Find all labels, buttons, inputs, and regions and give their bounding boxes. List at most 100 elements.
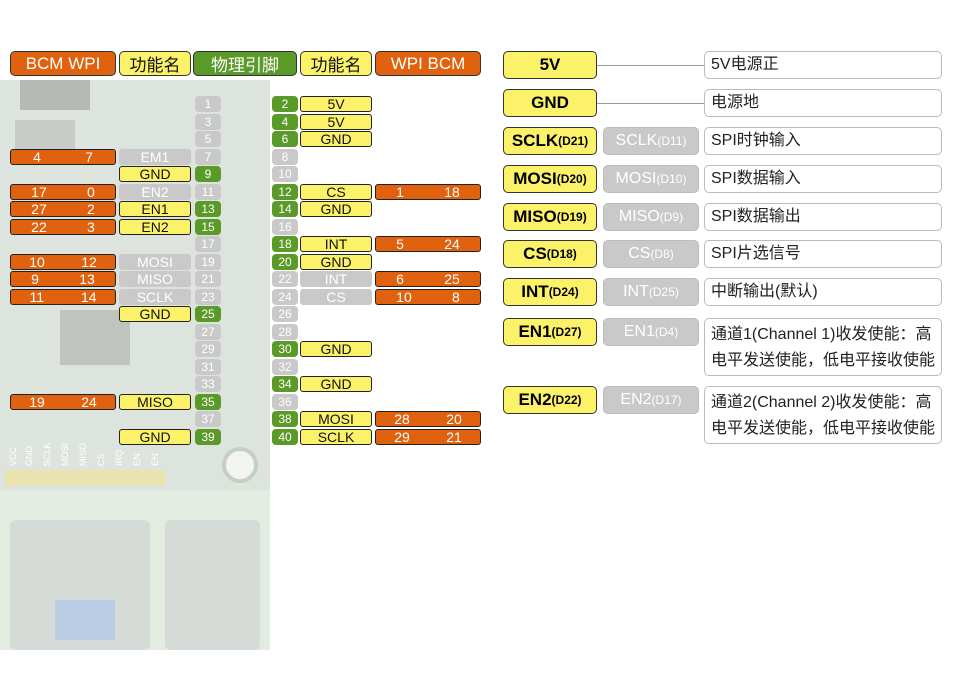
wpi-number: 14 <box>80 288 97 305</box>
legend-signal-label: EN2 <box>518 390 552 409</box>
left-func-cell: MOSI <box>119 253 191 270</box>
legend-alt-signal: MISO(D9) <box>603 203 699 231</box>
right-phys-pin: 34 <box>272 376 298 392</box>
left-phys-pin: 35 <box>195 393 221 410</box>
legend-signal-name: CS(D18) <box>503 240 597 268</box>
right-phys-pin: 36 <box>272 393 298 410</box>
bcm-number: 20 <box>446 411 462 427</box>
legend-connector <box>597 103 704 104</box>
left-func-cell: EM1 <box>119 148 191 165</box>
bcm-number: 8 <box>452 288 460 305</box>
wpi-number: 13 <box>79 271 95 287</box>
left-bcm-wpi-cell: 22 3 <box>10 218 116 235</box>
legend-signal-pin: (D22) <box>551 393 582 407</box>
right-phys-pin: 14 <box>272 201 298 217</box>
legend-description: 通道1(Channel 1)收发使能：高电平发送使能，低电平接收使能 <box>704 318 942 376</box>
right-phys-pin: 18 <box>272 236 298 252</box>
board-label: VCC <box>8 446 18 466</box>
legend-description: 中断输出(默认) <box>704 278 942 306</box>
legend-alt-label: MOSI <box>615 170 657 187</box>
legend-alt-label: CS <box>628 245 651 262</box>
bcm-number: 9 <box>31 271 39 287</box>
wpi-number: 12 <box>81 253 97 270</box>
legend-alt-pin: (D4) <box>654 325 679 339</box>
wpi-number: 0 <box>87 183 95 200</box>
legend-alt-signal: EN1(D4) <box>603 318 699 346</box>
legend-alt-pin: (D17) <box>651 393 682 407</box>
board-label: EN <box>150 453 160 466</box>
right-phys-pin: 6 <box>272 131 298 147</box>
header-right-func: 功能名 <box>300 51 372 76</box>
left-func-cell: EN1 <box>119 201 191 217</box>
legend-alt-pin: (D11) <box>657 134 687 148</box>
right-func-cell: GND <box>300 201 372 217</box>
left-phys-pin: 21 <box>195 271 221 287</box>
wpi-number: 28 <box>394 411 410 427</box>
right-func-cell: 5V <box>300 96 372 112</box>
bcm-number: 22 <box>31 218 47 235</box>
board-label: MOSI <box>60 442 70 466</box>
left-phys-pin: 9 <box>195 166 221 182</box>
left-func-cell: GND <box>119 306 191 322</box>
legend-signal-name: EN2(D22) <box>503 386 597 414</box>
legend-signal-label: 5V <box>539 55 561 74</box>
right-wpi-bcm-cell: 10 8 <box>375 288 481 305</box>
wpi-number: 24 <box>81 393 97 410</box>
legend-description: SPI时钟输入 <box>704 127 942 155</box>
right-func-cell: SCLK <box>300 428 372 445</box>
legend-signal-name: 5V <box>503 51 597 79</box>
left-phys-pin: 15 <box>195 218 221 235</box>
board-label: CS <box>96 453 106 466</box>
legend-description: SPI片选信号 <box>704 240 942 268</box>
legend-signal-pin: (D20) <box>556 172 587 186</box>
legend-signal-label: MISO <box>513 207 557 226</box>
legend-alt-pin: (D9) <box>659 210 684 224</box>
header-left-func: 功能名 <box>119 51 191 76</box>
legend-signal-name: EN1(D27) <box>503 318 597 346</box>
legend-alt-signal: CS(D8) <box>603 240 699 268</box>
right-func-cell: 5V <box>300 113 372 130</box>
legend-alt-label: EN2 <box>620 391 652 408</box>
legend-alt-label: EN1 <box>623 323 655 340</box>
wpi-number: 3 <box>87 218 95 235</box>
legend-alt-signal: SCLK(D11) <box>603 127 699 155</box>
bcm-number: 25 <box>444 271 460 287</box>
header-right-wpi-bcm: WPI BCM <box>375 51 481 76</box>
bcm-number: 18 <box>444 183 460 200</box>
legend-description: SPI数据输出 <box>704 203 942 231</box>
header-left-bcm-wpi: BCM WPI <box>10 51 116 76</box>
board-label: IRQ <box>114 449 124 466</box>
board-illustration <box>0 80 270 650</box>
legend-signal-pin: (D18) <box>546 247 577 261</box>
legend-description: 通道2(Channel 2)收发使能：高电平发送使能，低电平接收使能 <box>704 386 942 444</box>
left-phys-pin: 29 <box>195 341 221 357</box>
legend-description: 5V电源正 <box>704 51 942 79</box>
right-wpi-bcm-cell: 28 20 <box>375 411 481 427</box>
left-phys-pin: 19 <box>195 253 221 270</box>
right-phys-pin: 26 <box>272 306 298 322</box>
bcm-number: 17 <box>31 183 47 200</box>
wpi-number: 5 <box>396 236 404 252</box>
left-phys-pin: 7 <box>195 148 221 165</box>
legend-signal-label: SCLK <box>511 131 559 150</box>
legend-alt-signal: MOSI(D10) <box>603 165 699 193</box>
right-phys-pin: 30 <box>272 341 298 357</box>
legend-signal-name: SCLK(D21) <box>503 127 597 155</box>
right-phys-pin: 2 <box>272 96 298 112</box>
wpi-number: 10 <box>396 288 412 305</box>
legend-alt-signal: EN2(D17) <box>603 386 699 414</box>
legend-connector <box>597 65 704 66</box>
legend-alt-signal: INT(D25) <box>603 278 699 306</box>
legend-signal-pin: (D21) <box>558 134 589 148</box>
right-func-cell: CS <box>300 183 372 200</box>
right-func-cell: MOSI <box>300 411 372 427</box>
left-func-cell: SCLK <box>119 288 191 305</box>
right-phys-pin: 16 <box>272 218 298 235</box>
legend-signal-pin: (D24) <box>548 285 579 299</box>
